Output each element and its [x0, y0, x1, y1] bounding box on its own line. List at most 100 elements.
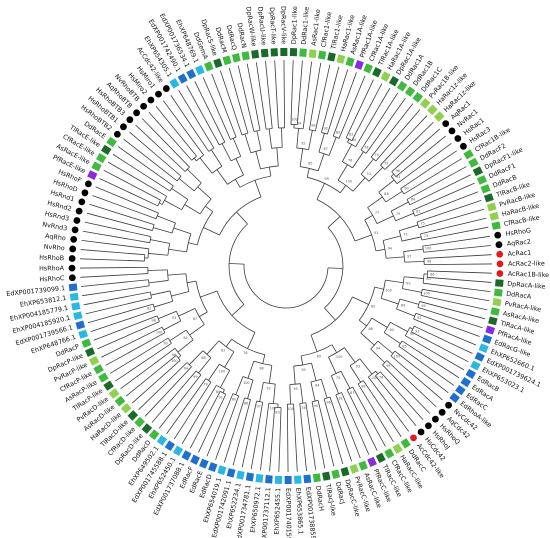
branch-radial	[181, 385, 217, 445]
leaf-dot-marker	[84, 180, 92, 188]
leaf-color-marker	[270, 48, 278, 57]
leaf-dot-marker	[69, 245, 77, 253]
branch-arc	[342, 161, 353, 169]
branch-arc	[346, 137, 353, 141]
branch-radial	[402, 288, 422, 293]
bootstrap-value: 89	[336, 131, 340, 135]
bootstrap-value: 73	[424, 234, 428, 238]
leaf-color-marker	[91, 161, 102, 172]
branch-radial	[169, 329, 187, 342]
leaf-color-marker	[482, 334, 493, 344]
leaf-color-marker	[308, 49, 317, 59]
bootstrap-value: 92	[266, 386, 270, 390]
branch-arc	[318, 151, 330, 156]
branch-arc	[293, 127, 304, 130]
bootstrap-value: 88	[201, 356, 205, 360]
branch-radial	[362, 380, 402, 438]
branch-arc	[194, 308, 205, 325]
bootstrap-value: 98	[361, 384, 365, 388]
leaf-color-marker	[141, 423, 153, 434]
branch-radial	[278, 407, 282, 472]
branch-radial	[359, 358, 373, 375]
branch-radial	[351, 83, 383, 141]
leaf-color-marker	[465, 368, 477, 379]
branch-radial	[123, 138, 178, 182]
branch-radial	[427, 270, 492, 274]
branch-radial	[423, 282, 491, 293]
branch-arc	[310, 378, 322, 383]
bootstrap-value: 86	[430, 272, 434, 276]
branch-arc	[195, 370, 202, 376]
branch-radial	[335, 394, 361, 459]
branch-radial	[210, 149, 223, 167]
bootstrap-value: 94	[184, 366, 188, 370]
branch-radial	[299, 403, 307, 472]
leaf-color-marker	[95, 153, 107, 164]
branch-radial	[281, 127, 283, 148]
bootstrap-value: 93	[356, 364, 360, 368]
branch-radial	[305, 402, 317, 470]
bootstrap-value: 100	[243, 381, 249, 385]
leaf-label: AcRac1	[507, 249, 531, 258]
bootstrap-value: 98	[427, 259, 431, 263]
bootstrap-value: 90	[163, 341, 167, 345]
branch-radial	[340, 370, 351, 389]
bootstrap-value: 93	[396, 175, 400, 179]
branch-arc	[271, 147, 283, 149]
branch-arc	[382, 360, 388, 366]
bootstrap-value: 77	[375, 211, 379, 215]
leaf-dot-marker	[424, 422, 432, 430]
branch-radial	[246, 63, 261, 131]
branch-radial	[414, 191, 479, 217]
branch-arc	[422, 246, 424, 253]
bootstrap-value: 82	[349, 133, 353, 137]
branch-radial	[187, 168, 202, 184]
branch-radial	[148, 280, 169, 284]
leaf-dot-marker	[75, 207, 83, 215]
branch-arc	[360, 317, 373, 334]
branch-radial	[167, 273, 186, 276]
leaf-label: HsRhoG	[505, 226, 531, 238]
branch-arc	[227, 174, 244, 185]
branch-arc	[296, 147, 309, 150]
branch-arc	[307, 176, 341, 194]
branch-radial	[236, 211, 248, 225]
leaf-dot-marker	[438, 408, 446, 416]
branch-radial	[247, 360, 255, 379]
leaf-dot-marker	[442, 120, 450, 128]
bootstrap-value: 99	[297, 121, 301, 125]
leaf-dot-marker	[126, 116, 134, 124]
branch-radial	[90, 309, 156, 332]
branch-radial	[158, 374, 202, 429]
leaf-label: DpRac1-like	[290, 6, 299, 44]
branch-radial	[418, 208, 485, 229]
branch-radial	[197, 186, 212, 200]
branch-radial	[420, 295, 488, 311]
leaf-color-marker	[274, 475, 283, 484]
branch-radial	[382, 235, 401, 241]
leaf-color-marker	[388, 75, 399, 87]
leaf-color-marker	[195, 64, 205, 76]
branch-arc	[331, 370, 342, 376]
leaf-color-marker	[488, 316, 498, 326]
branch-arc	[321, 132, 328, 135]
branch-arc	[398, 230, 403, 242]
branch-arc	[368, 370, 376, 378]
branch-arc	[171, 222, 176, 234]
branch-radial	[421, 226, 489, 241]
branch-radial	[347, 138, 350, 143]
branch-radial	[379, 371, 424, 421]
bootstrap-value: 87	[193, 317, 197, 321]
leaf-color-marker	[251, 49, 260, 59]
branch-arc	[378, 191, 387, 203]
bootstrap-value: 82	[221, 349, 225, 353]
leaf-color-marker	[190, 454, 200, 465]
branch-radial	[247, 332, 256, 349]
leaf-dot-marker	[494, 231, 502, 239]
leaf-dot-marker	[81, 189, 89, 197]
branch-arc	[293, 362, 312, 367]
branch-arc	[152, 224, 155, 231]
branch-radial	[244, 133, 252, 153]
leaf-color-marker	[427, 104, 438, 116]
leaf-color-marker	[358, 460, 368, 471]
